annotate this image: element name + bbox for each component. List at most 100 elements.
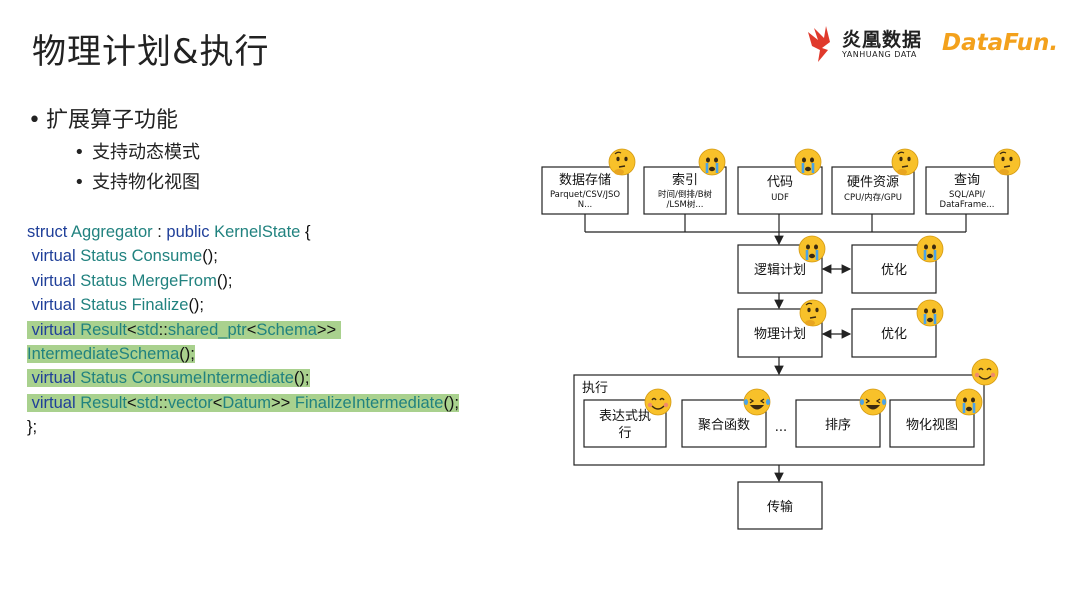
source-title: 代码 [767,175,793,190]
code-line: virtual Status MergeFrom(); [27,269,459,293]
crying-emoji-icon [916,299,944,327]
yanhuang-logo: 炎凰数据 YANHUANG DATA [806,24,922,64]
code-line: }; [27,415,459,439]
code-token: < [126,393,137,412]
code-token: Status [80,369,132,388]
code-token: (); [443,393,460,412]
code-line: virtual Status ConsumeIntermediate(); [27,366,459,390]
code-token: :: [158,393,168,412]
code-token: Status [80,247,132,266]
source-title: 查询 [954,173,980,188]
code-line: virtual Result<std::vector<Datum>> Final… [27,391,460,415]
code-token: (); [293,369,310,388]
code-token: (); [216,271,233,290]
source-connectors [584,214,967,483]
code-token: Status [80,271,132,290]
code-token: Result [80,320,127,339]
code-token: struct [27,223,72,241]
code-token: Status [80,296,132,315]
exec-sort-label: 排序 [825,418,851,433]
yanhuang-logo-en: YANHUANG DATA [842,49,917,59]
smile-emoji-icon [644,388,672,416]
code-token: (); [202,247,218,266]
code-token: Datum [222,393,271,412]
code-token: Consume [131,247,203,266]
source-box [541,166,629,215]
code-token: IntermediateSchema [27,345,180,364]
code-line: virtual Result<std::shared_ptr<Schema>> [27,318,459,342]
bullet-sub-1-text: 支持动态模式 [92,142,200,163]
crying-emoji-icon [955,388,983,416]
datafun-logo: DataFun. [942,30,1059,56]
source-subtitle: SQL/API/ [949,190,985,200]
code-token: virtual [31,296,81,315]
logical-plan-label: 逻辑计划 [754,263,806,278]
code-token: (); [188,296,205,315]
thinking-emoji-icon [608,148,636,176]
laugh-emoji-icon [743,388,771,416]
crying-emoji-icon [798,235,826,263]
code-line: IntermediateSchema(); [27,342,459,366]
source-title: 索引 [672,173,698,188]
yanhuang-logo-cn: 炎凰数据 [842,28,923,51]
execution-group-label: 执行 [582,381,608,396]
bullet-main: •扩展算子功能 [28,108,179,133]
exec-ellipsis: ... [775,420,787,435]
code-token: ConsumeIntermediate [131,369,294,388]
code-token: virtual [31,393,81,412]
code-line: virtual Status Consume(); [27,244,459,268]
code-token: std [136,320,159,339]
code-token: KernelState [214,223,301,241]
code-block: struct Aggregator : public KernelState {… [27,220,460,440]
source-box [831,166,915,215]
yanhuang-logo-mark [808,26,830,62]
source-subtitle: DataFrame... [940,200,995,210]
code-token: MergeFrom [131,271,217,290]
source-subtitle: Parquet/CSV/JSO [550,190,620,200]
source-subtitle: 时间/倒排/B树 [658,189,713,200]
code-token: Result [80,393,127,412]
bullet-list: •扩展算子功能 •支持动态模式 •支持物化视图 [28,102,200,194]
crying-emoji-icon [698,148,726,176]
bullet-sub-1: •支持动态模式 [74,142,200,163]
code-token: (); [179,345,195,364]
code-line: virtual Status Finalize(); [27,293,459,317]
transfer-label: 传输 [767,499,793,515]
code-token: >> [271,393,295,412]
code-token: Schema [256,320,317,339]
code-token: }; [27,418,38,437]
exec-aggregate-label: 聚合函数 [698,418,750,433]
transfer-box [737,481,823,530]
code-token: virtual [31,320,81,339]
code-line: struct Aggregator : public KernelState { [27,220,459,244]
source-subtitle: CPU/内存/GPU [844,192,902,203]
source-subtitle: /LSM树... [667,199,704,210]
exec-expression-label-line2: 行 [618,426,631,441]
code-token: virtual [31,271,81,290]
code-token: { [300,223,311,241]
source-title: 硬件资源 [847,175,899,190]
bullet-sub-2-text: 支持物化视图 [92,172,200,193]
bullet-main-text: 扩展算子功能 [46,108,179,133]
code-token: vector [167,393,213,412]
laugh-emoji-icon [859,388,887,416]
code-token: public [166,223,215,241]
code-token: Finalize [131,296,189,315]
thinking-emoji-icon [993,148,1021,176]
code-token: < [126,320,137,339]
physical-plan-label: 物理计划 [754,327,806,342]
exec-mview-label: 物化视图 [906,418,958,433]
crying-emoji-icon [916,235,944,263]
smile-emoji-icon [971,358,999,386]
code-token: shared_ptr [167,320,247,339]
bullet-sub-2: •支持物化视图 [74,172,200,193]
code-token: :: [158,320,168,339]
source-subtitle: N... [578,200,592,210]
code-token: < [246,320,257,339]
code-token: std [136,393,159,412]
code-token: Aggregator [71,223,153,241]
code-token: >> [316,320,341,339]
thinking-emoji-icon [799,299,827,327]
code-token: virtual [31,247,81,266]
